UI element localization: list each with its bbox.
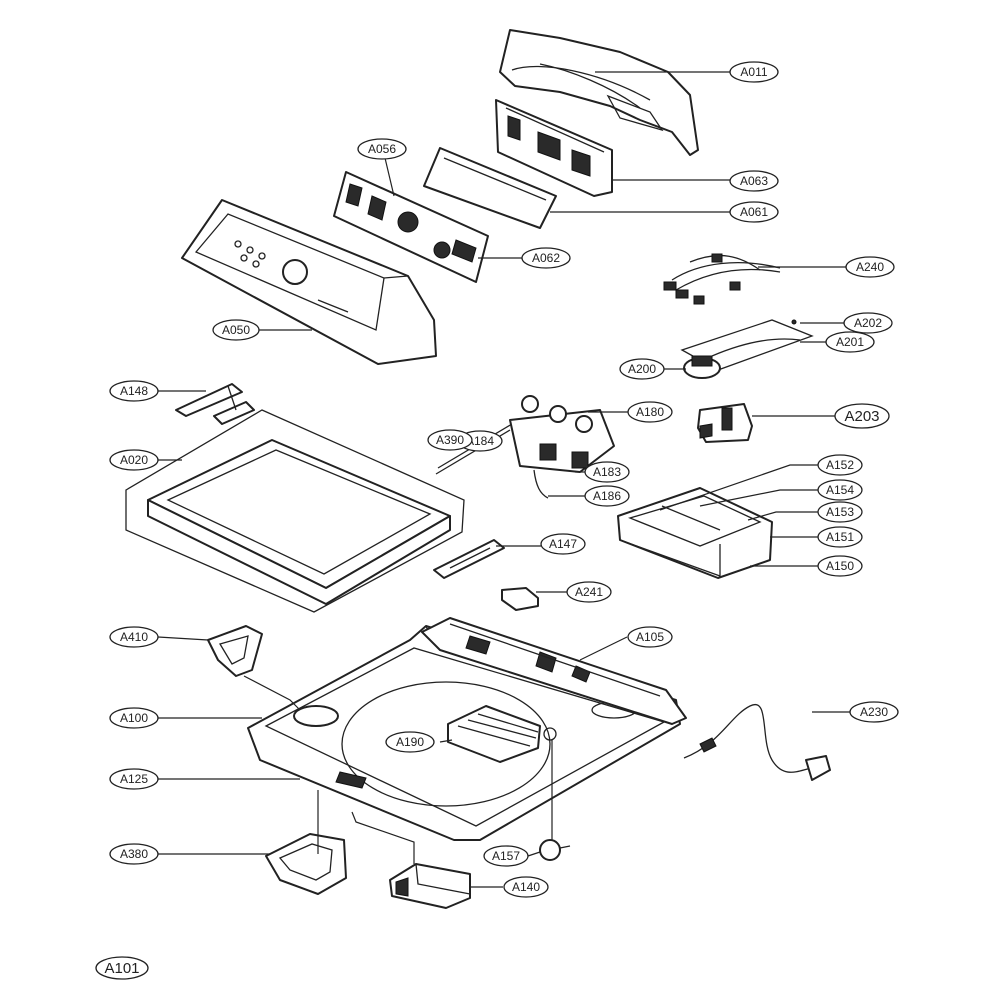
part-label-a050-text: A050 (222, 323, 250, 337)
part-label-a154: A154 (817, 479, 863, 501)
part-label-a147: A147 (540, 533, 586, 555)
part-label-a183-text: A183 (593, 465, 621, 479)
part-a140-module (389, 863, 471, 909)
part-a200-pressure-sensor (680, 319, 814, 379)
part-label-a180: A180 (627, 401, 673, 423)
part-label-a152-text: A152 (826, 458, 854, 472)
part-a063-control-housing (495, 99, 613, 197)
part-label-a186: A186 (584, 485, 630, 507)
part-a410-softener-cup (207, 625, 263, 677)
part-label-a101-text: A101 (104, 960, 139, 977)
part-label-a410-text: A410 (120, 630, 148, 644)
part-label-a410: A410 (109, 626, 159, 648)
part-label-a230: A230 (849, 701, 899, 723)
part-label-a105: A105 (627, 626, 673, 648)
part-a050-control-panel (181, 199, 437, 365)
part-label-a063-text: A063 (740, 174, 768, 188)
part-label-a151-text: A151 (826, 530, 854, 544)
part-label-a154-text: A154 (826, 483, 854, 497)
part-label-a157: A157 (483, 845, 529, 867)
part-a148-bracket (175, 383, 255, 425)
part-a061-display-pcb (423, 147, 557, 229)
part-label-a202-text: A202 (854, 316, 882, 330)
part-label-a061-text: A061 (740, 205, 768, 219)
part-a190-filter (447, 705, 541, 763)
part-label-a203-text: A203 (844, 408, 879, 425)
part-label-a190-text: A190 (396, 735, 424, 749)
part-label-a148: A148 (109, 380, 159, 402)
part-label-a200-text: A200 (628, 362, 656, 376)
part-a056-a062-control-pcb (333, 171, 489, 283)
part-a180-inlet-valve-assembly (435, 395, 615, 499)
part-a020-lid (125, 409, 465, 613)
part-label-a153: A153 (817, 501, 863, 523)
part-label-a157-text: A157 (492, 849, 520, 863)
part-label-a020: A020 (109, 449, 159, 471)
part-label-a151: A151 (817, 526, 863, 548)
part-a380-bleach-cup (265, 833, 347, 895)
part-label-a011: A011 (729, 61, 779, 83)
part-label-a150-text: A150 (826, 559, 854, 573)
part-label-a140-text: A140 (512, 880, 540, 894)
part-label-a241-text: A241 (575, 585, 603, 599)
part-label-a105-text: A105 (636, 630, 664, 644)
part-label-a061: A061 (729, 201, 779, 223)
part-a147-bracket (433, 539, 505, 579)
part-label-a152: A152 (817, 454, 863, 476)
part-label-a147-text: A147 (549, 537, 577, 551)
part-label-a241: A241 (566, 581, 612, 603)
part-label-a184-text: A184 (466, 434, 494, 448)
part-label-a230-text: A230 (860, 705, 888, 719)
part-a240-wire-harness (663, 253, 781, 305)
part-label-a203: A203 (834, 403, 890, 429)
part-label-a190: A190 (385, 731, 435, 753)
part-a011-rear-cover (499, 29, 699, 156)
part-label-a140: A140 (503, 876, 549, 898)
part-label-a125: A125 (109, 768, 159, 790)
part-label-a240: A240 (845, 256, 895, 278)
part-a230-power-cord (683, 703, 831, 781)
part-label-a180-text: A180 (636, 405, 664, 419)
part-label-a063: A063 (729, 170, 779, 192)
part-label-a148-text: A148 (120, 384, 148, 398)
part-label-a183: A183 (584, 461, 630, 483)
part-a241-component (501, 587, 539, 611)
part-label-a100-text: A100 (120, 711, 148, 725)
part-label-a153-text: A153 (826, 505, 854, 519)
part-label-a056: A056 (357, 138, 407, 160)
part-label-a101: A101 (95, 956, 149, 980)
part-label-a202: A202 (843, 312, 893, 334)
part-a203-component (697, 403, 753, 443)
part-label-a020-text: A020 (120, 453, 148, 467)
part-label-a062: A062 (521, 247, 571, 269)
part-label-a125-text: A125 (120, 772, 148, 786)
part-label-a390: A390 (427, 429, 473, 451)
part-label-a380-text: A380 (120, 847, 148, 861)
part-label-a201-text: A201 (836, 335, 864, 349)
part-a105-rear-frame (421, 617, 687, 725)
part-label-a186-text: A186 (593, 489, 621, 503)
part-label-a200: A200 (619, 358, 665, 380)
leader-lines (157, 71, 850, 888)
part-label-a062-text: A062 (532, 251, 560, 265)
part-a157-knob (539, 839, 571, 861)
part-label-a240-text: A240 (856, 260, 884, 274)
part-label-a380: A380 (109, 843, 159, 865)
part-label-a050: A050 (212, 319, 260, 341)
part-label-a056-text: A056 (368, 142, 396, 156)
part-label-a011-text: A011 (740, 65, 767, 79)
part-label-a100: A100 (109, 707, 159, 729)
part-label-a390-text: A390 (436, 433, 464, 447)
part-a150-detergent-drawer (617, 487, 773, 579)
part-label-a150: A150 (817, 555, 863, 577)
part-label-a201: A201 (825, 331, 875, 353)
